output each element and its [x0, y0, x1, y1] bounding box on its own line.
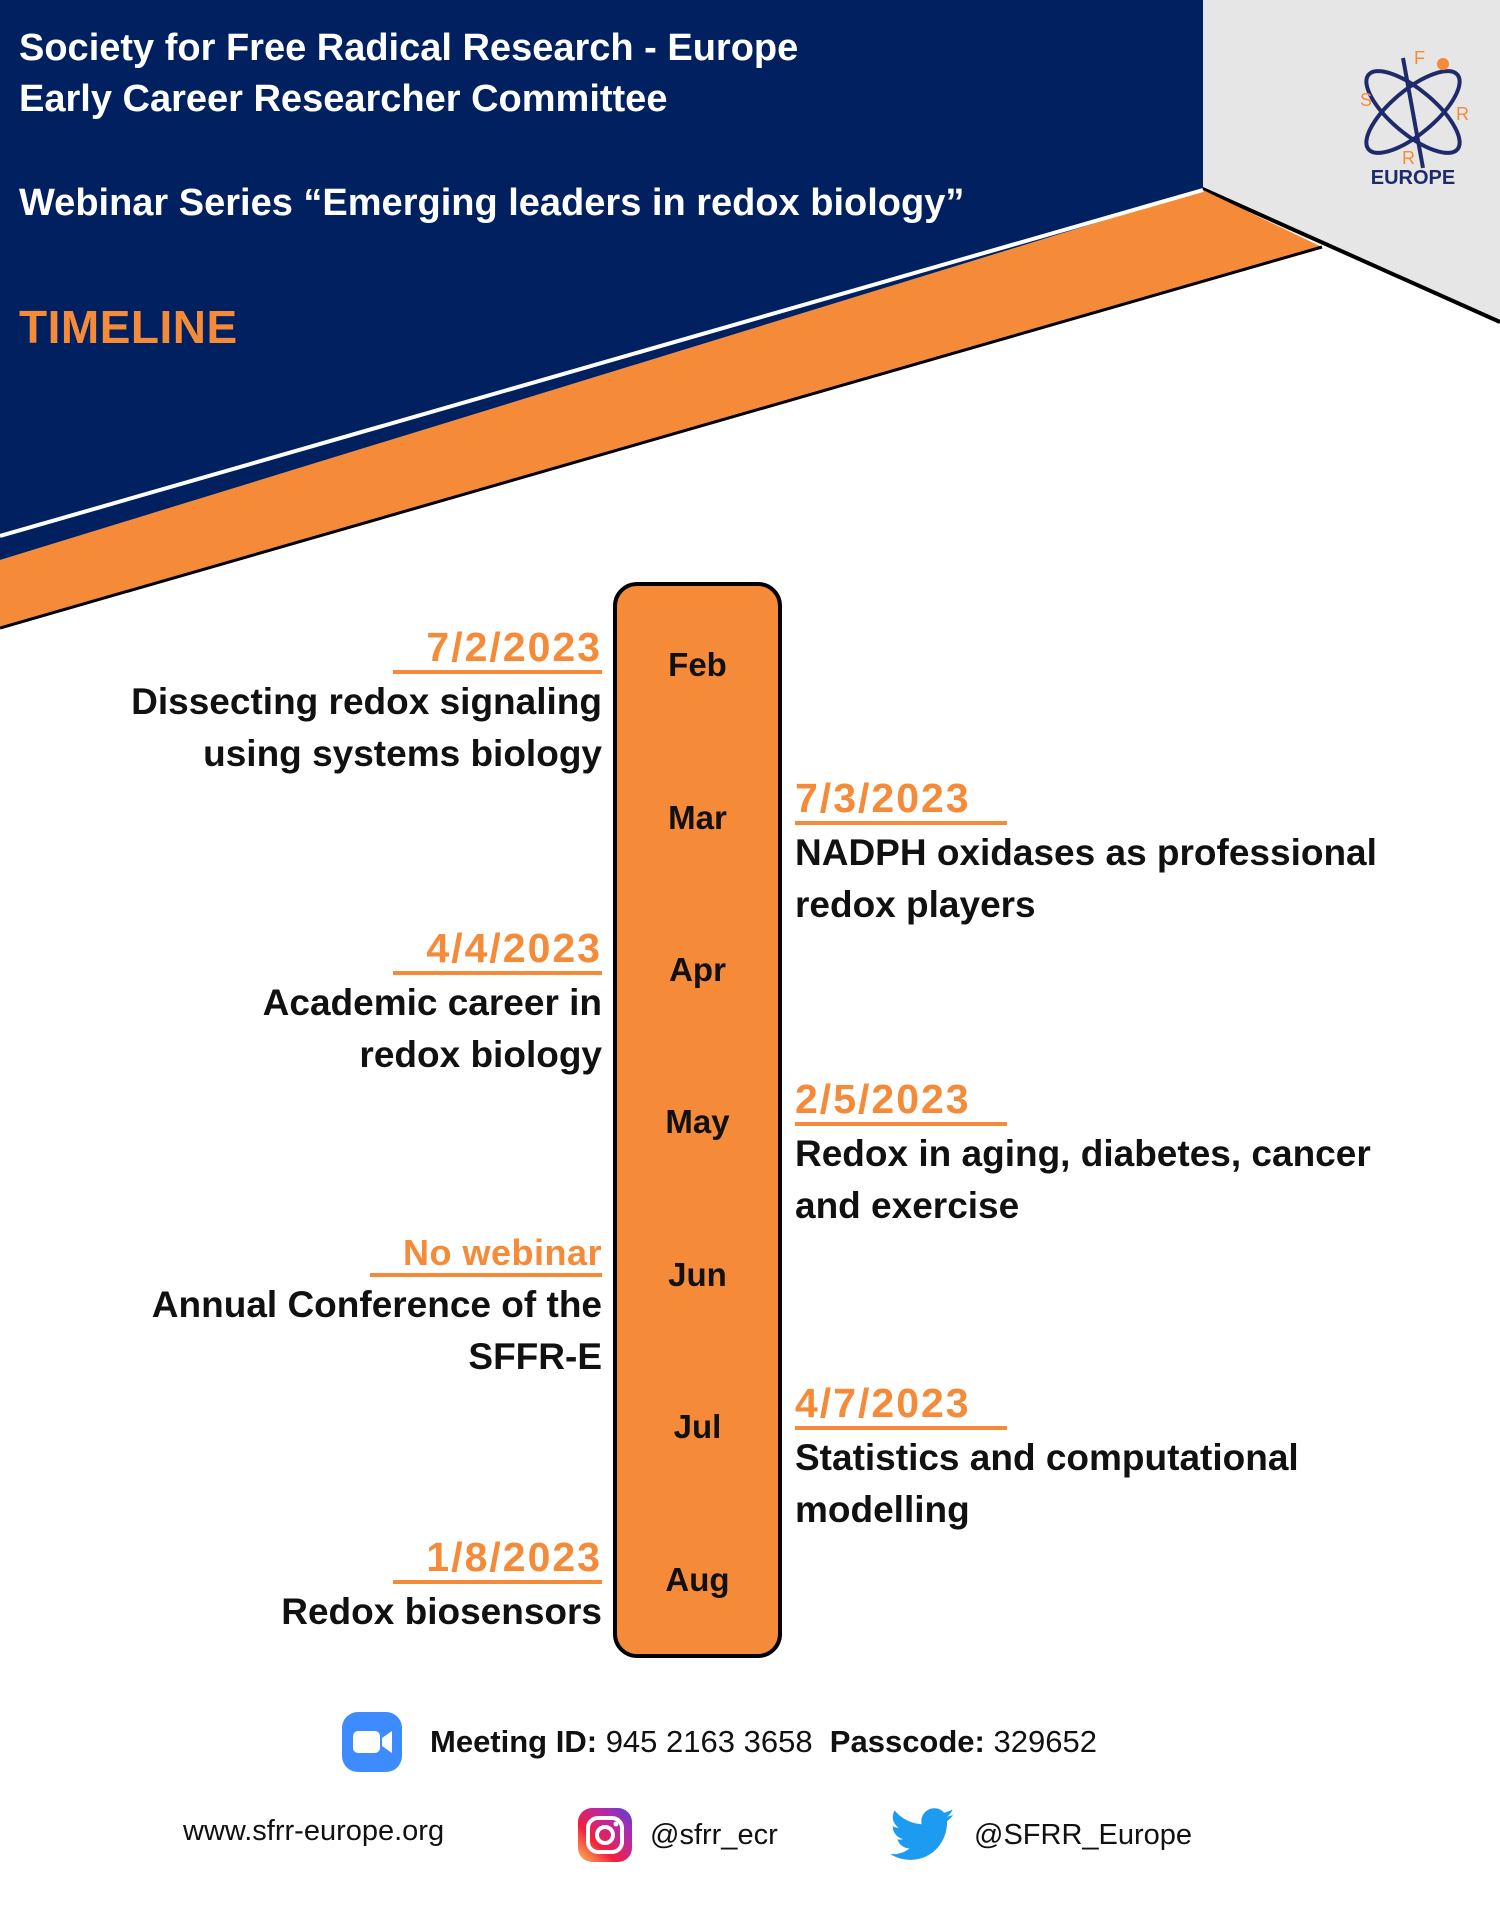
event-title-line: NADPH oxidases as professional	[795, 832, 1377, 873]
event-title-line: and exercise	[795, 1185, 1020, 1226]
stripe-edge	[0, 245, 1323, 630]
event-title-line: redox biology	[359, 1034, 602, 1075]
event-feb: 7/2/2023 Dissecting redox signaling usin…	[131, 627, 602, 780]
event-date: 2/5/2023	[795, 1079, 1007, 1126]
event-aug: 1/8/2023 Redox biosensors	[281, 1537, 602, 1638]
event-title-line: Statistics and computational	[795, 1437, 1299, 1478]
logo-letter-s: S	[1360, 90, 1372, 110]
event-title-line: Academic career in	[262, 982, 602, 1023]
event-title-line: Dissecting redox signaling	[131, 681, 602, 722]
meeting-info: Meeting ID: 945 2163 3658 Passcode: 3296…	[342, 1712, 1097, 1772]
event-title: NADPH oxidases as professional redox pla…	[795, 827, 1377, 931]
logo-letter-f: F	[1414, 50, 1425, 68]
month-timeline-bar	[613, 582, 782, 1658]
month-feb: Feb	[668, 646, 727, 683]
logo-letter-r1: R	[1456, 104, 1469, 124]
society-name: Society for Free Radical Research - Euro…	[19, 27, 799, 69]
month-may: May	[665, 1103, 730, 1140]
white-divider	[0, 188, 1204, 538]
twitter-text[interactable]: @SFRR_Europe	[974, 1818, 1193, 1851]
instagram-icon[interactable]	[578, 1808, 632, 1862]
event-title: Annual Conference of the SFFR-E	[152, 1279, 602, 1383]
event-apr: 4/4/2023 Academic career in redox biolog…	[263, 928, 602, 1081]
instagram-text[interactable]: @sfrr_ecr	[650, 1818, 778, 1851]
event-jul: 4/7/2023 Statistics and computational mo…	[795, 1383, 1299, 1536]
event-title: Academic career in redox biology	[263, 977, 602, 1081]
twitter-handle[interactable]: @SFRR_Europe	[890, 1808, 1192, 1862]
website-text[interactable]: www.sfrr-europe.org	[183, 1815, 445, 1847]
webinar-series-title: Webinar Series “Emerging leaders in redo…	[19, 182, 965, 224]
month-jun: Jun	[668, 1256, 727, 1293]
event-date: 4/4/2023	[393, 928, 602, 975]
event-title: Dissecting redox signaling using systems…	[131, 676, 602, 780]
committee-name: Early Career Researcher Committee	[19, 78, 668, 120]
event-date: 4/7/2023	[795, 1383, 1007, 1430]
month-jul: Jul	[673, 1408, 722, 1445]
event-title: Redox biosensors	[281, 1586, 602, 1638]
twitter-icon[interactable]	[890, 1808, 956, 1862]
navy-fill	[760, 0, 1203, 190]
zoom-icon[interactable]	[342, 1712, 402, 1772]
event-date: 7/2/2023	[393, 627, 602, 674]
logo-letter-r2: R	[1402, 148, 1415, 168]
passcode-label: Passcode:	[829, 1724, 985, 1759]
event-title: Redox in aging, diabetes, cancer and exe…	[795, 1128, 1371, 1232]
event-title-line: redox players	[795, 884, 1036, 925]
event-may: 2/5/2023 Redox in aging, diabetes, cance…	[795, 1079, 1371, 1232]
meeting-id-label: Meeting ID:	[430, 1724, 598, 1759]
month-mar: Mar	[668, 799, 727, 836]
navy-triangle	[0, 0, 1203, 560]
sfrr-europe-logo: S F R R EUROPE	[1360, 50, 1469, 189]
month-aug: Aug	[665, 1561, 730, 1598]
event-date: 7/3/2023	[795, 778, 1007, 825]
event-date: 1/8/2023	[393, 1537, 602, 1584]
meeting-id-value: 945 2163 3658	[605, 1724, 813, 1759]
event-title-line: modelling	[795, 1489, 970, 1530]
event-title-line: Annual Conference of the	[151, 1284, 602, 1325]
logo-caption: EUROPE	[1371, 167, 1455, 189]
instagram-handle[interactable]: @sfrr_ecr	[578, 1808, 778, 1862]
timeline-heading: TIMELINE	[19, 301, 238, 353]
event-title: Statistics and computational modelling	[795, 1432, 1299, 1536]
event-title-line: SFFR-E	[468, 1336, 602, 1377]
event-title-line: Redox biosensors	[281, 1591, 602, 1632]
event-title-line: using systems biology	[203, 733, 602, 774]
website-link[interactable]: www.sfrr-europe.org	[183, 1815, 444, 1848]
event-title-line: Redox in aging, diabetes, cancer	[795, 1133, 1371, 1174]
passcode-value: 329652	[993, 1724, 1097, 1759]
event-jun: No webinar Annual Conference of the SFFR…	[152, 1235, 602, 1383]
event-date: No webinar	[369, 1235, 602, 1277]
orange-stripe	[0, 190, 1322, 628]
event-mar: 7/3/2023 NADPH oxidases as professional …	[795, 778, 1377, 931]
month-apr: Apr	[669, 951, 726, 988]
